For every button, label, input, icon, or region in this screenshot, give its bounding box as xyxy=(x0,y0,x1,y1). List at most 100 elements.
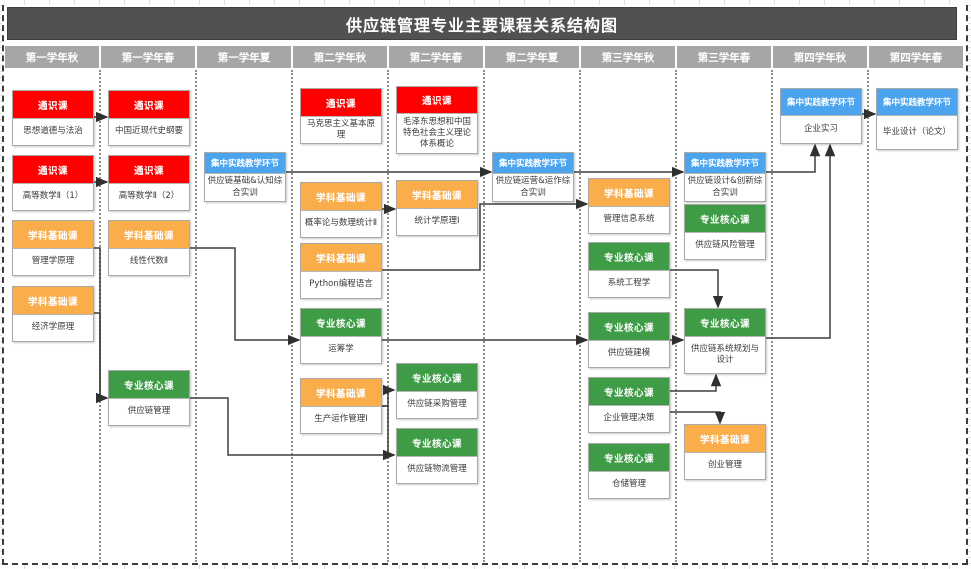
course-name: 系统工程学 xyxy=(589,270,669,297)
course-name: 统计学原理Ⅰ xyxy=(397,208,477,235)
course-name: 高等数学Ⅱ（2） xyxy=(109,183,189,210)
course-box-makesi: 通识课马克思主义基本原理 xyxy=(300,88,382,144)
course-box-gaoshu2: 通识课高等数学Ⅱ（2） xyxy=(108,155,190,211)
course-name: 马克思主义基本原理 xyxy=(301,116,381,143)
course-name: 供应链管理 xyxy=(109,398,189,425)
course-box-xiandai: 学科基础课线性代数Ⅱ xyxy=(108,220,190,276)
column-separator xyxy=(867,70,869,562)
course-box-sixiang: 通识课思想道德与法治 xyxy=(12,90,94,146)
diagram-title: 供应链管理专业主要课程关系结构图 xyxy=(345,15,618,35)
course-name: 供应链运营&运作综合实训 xyxy=(493,173,573,201)
course-box-guihua: 专业核心课供应链系统规划与设计 xyxy=(684,308,766,374)
column-separator xyxy=(387,70,389,562)
course-name: Python编程语言 xyxy=(301,271,381,298)
course-name: 供应链建模 xyxy=(589,340,669,367)
course-category-label: 专业核心课 xyxy=(685,309,765,336)
course-box-jichusx: 集中实践教学环节供应链基础&认知综合实训 xyxy=(204,152,286,202)
course-category-label: 学科基础课 xyxy=(685,425,765,452)
course-category-label: 通识课 xyxy=(397,87,477,113)
course-name: 线性代数Ⅱ xyxy=(109,248,189,275)
course-box-fengxian: 专业核心课供应链风险管理 xyxy=(684,204,766,260)
course-category-label: 专业核心课 xyxy=(589,444,669,471)
course-name: 供应链采购管理 xyxy=(397,391,477,418)
column-separator xyxy=(291,70,293,562)
semester-header-4: 第二学年秋 xyxy=(293,46,387,68)
course-category-label: 学科基础课 xyxy=(13,221,93,248)
course-name: 毕业设计（论文） xyxy=(877,115,957,149)
course-box-qiyeshixi: 集中实践教学环节企业实习 xyxy=(780,88,862,144)
course-box-jianmo: 专业核心课供应链建模 xyxy=(588,312,670,368)
course-name: 管理信息系统 xyxy=(589,206,669,233)
course-name: 生产运作管理Ⅰ xyxy=(301,406,381,433)
course-category-label: 学科基础课 xyxy=(301,244,381,271)
course-category-label: 专业核心课 xyxy=(301,309,381,336)
course-box-jinxiandai: 通识课中国近现代史纲要 xyxy=(108,90,190,146)
course-category-label: 学科基础课 xyxy=(109,221,189,248)
semester-header-2: 第一学年春 xyxy=(101,46,195,68)
course-category-label: 专业核心课 xyxy=(589,313,669,340)
semester-header-7: 第三学年秋 xyxy=(581,46,675,68)
course-box-caigou: 专业核心课供应链采购管理 xyxy=(396,363,478,419)
semester-header-5: 第二学年春 xyxy=(389,46,483,68)
course-name: 概率论与数理统计Ⅱ xyxy=(301,210,381,237)
course-category-label: 集中实践教学环节 xyxy=(205,153,285,173)
course-box-maozedong: 通识课毛泽东思想和中国特色社会主义理论体系概论 xyxy=(396,86,478,154)
course-category-label: 专业核心课 xyxy=(589,378,669,405)
course-category-label: 专业核心课 xyxy=(685,205,765,232)
course-category-label: 通识课 xyxy=(301,89,381,116)
semester-header-10: 第四学年春 xyxy=(869,46,963,68)
course-box-biyesheji: 集中实践教学环节毕业设计（论文） xyxy=(876,88,958,150)
course-category-label: 集中实践教学环节 xyxy=(781,89,861,115)
course-box-gaoshu1: 通识课高等数学Ⅱ（1） xyxy=(12,155,94,211)
course-box-gailv: 学科基础课概率论与数理统计Ⅱ xyxy=(300,182,382,238)
course-box-guanlixue: 学科基础课管理学原理 xyxy=(12,220,94,276)
column-separator xyxy=(483,70,485,562)
course-name: 思想道德与法治 xyxy=(13,118,93,145)
course-name: 供应链基础&认知综合实训 xyxy=(205,173,285,201)
course-category-label: 学科基础课 xyxy=(301,183,381,210)
semester-header-8: 第三学年春 xyxy=(677,46,771,68)
column-separator xyxy=(675,70,677,562)
course-name: 企业管理决策 xyxy=(589,405,669,432)
column-separator xyxy=(771,70,773,562)
column-separator xyxy=(99,70,101,562)
course-category-label: 通识课 xyxy=(109,91,189,118)
course-category-label: 专业核心课 xyxy=(397,364,477,391)
course-category-label: 集中实践教学环节 xyxy=(685,153,765,173)
semester-header-6: 第二学年夏 xyxy=(485,46,579,68)
course-category-label: 学科基础课 xyxy=(13,287,93,314)
course-category-label: 学科基础课 xyxy=(397,181,477,208)
course-name: 高等数学Ⅱ（1） xyxy=(13,183,93,210)
course-name: 供应链物流管理 xyxy=(397,456,477,483)
course-name: 创业管理 xyxy=(685,452,765,479)
course-box-gylgl: 专业核心课供应链管理 xyxy=(108,370,190,426)
course-category-label: 学科基础课 xyxy=(589,179,669,206)
course-category-label: 集中实践教学环节 xyxy=(493,153,573,173)
course-box-cangchu: 专业核心课仓储管理 xyxy=(588,443,670,499)
course-box-xitonggc: 专业核心课系统工程学 xyxy=(588,242,670,298)
course-category-label: 集中实践教学环节 xyxy=(877,89,957,115)
semester-header-9: 第四学年秋 xyxy=(773,46,867,68)
course-name: 运筹学 xyxy=(301,336,381,363)
course-box-juece: 专业核心课企业管理决策 xyxy=(588,377,670,433)
course-category-label: 通识课 xyxy=(109,156,189,183)
course-box-shejisx: 集中实践教学环节供应链设计&创新综合实训 xyxy=(684,152,766,202)
course-name: 中国近现代史纲要 xyxy=(109,118,189,145)
course-box-chuangye: 学科基础课创业管理 xyxy=(684,424,766,480)
course-name: 经济学原理 xyxy=(13,314,93,341)
course-category-label: 专业核心课 xyxy=(109,371,189,398)
course-category-label: 专业核心课 xyxy=(397,429,477,456)
diagram-title-bar: 供应链管理专业主要课程关系结构图 xyxy=(7,7,957,40)
course-box-wuliu: 专业核心课供应链物流管理 xyxy=(396,428,478,484)
course-category-label: 学科基础课 xyxy=(301,379,381,406)
column-separator xyxy=(579,70,581,562)
course-category-label: 通识课 xyxy=(13,156,93,183)
course-category-label: 专业核心课 xyxy=(589,243,669,270)
course-name: 供应链风险管理 xyxy=(685,232,765,259)
course-box-shengchan: 学科基础课生产运作管理Ⅰ xyxy=(300,378,382,434)
course-name: 供应链设计&创新综合实训 xyxy=(685,173,765,201)
course-name: 管理学原理 xyxy=(13,248,93,275)
course-box-xinxixt: 学科基础课管理信息系统 xyxy=(588,178,670,234)
